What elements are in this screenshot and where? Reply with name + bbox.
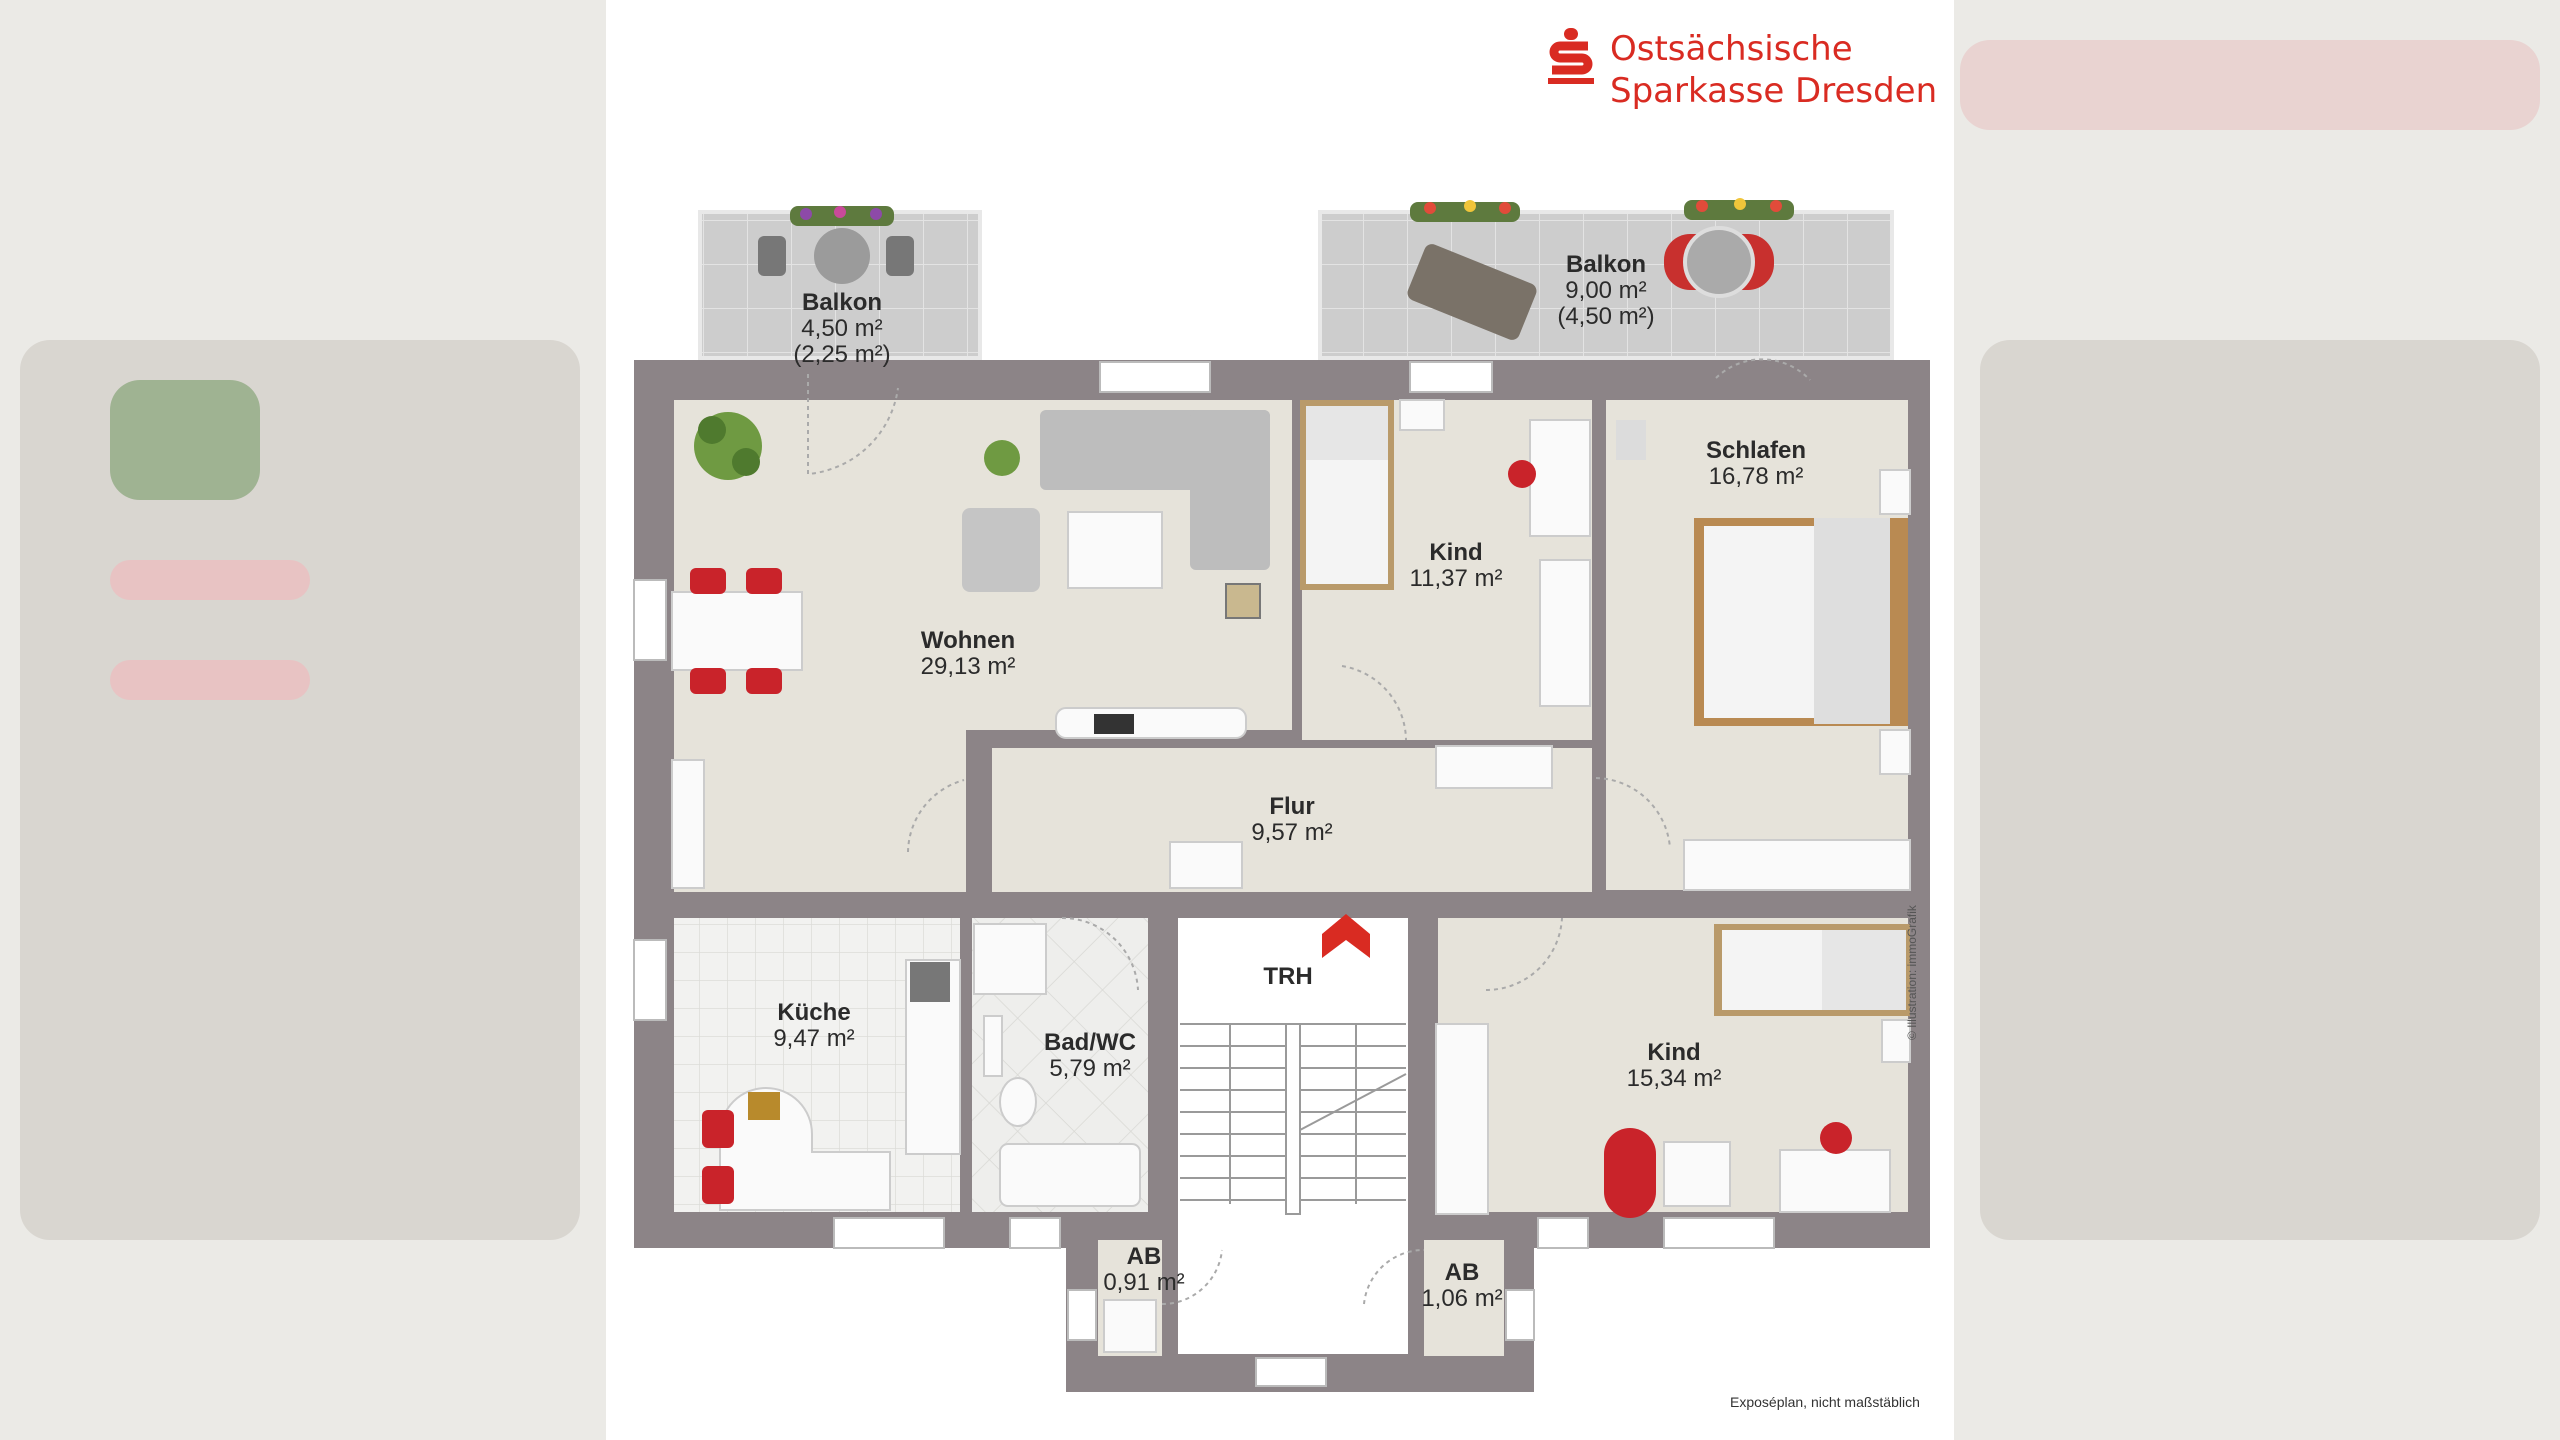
furniture-ab1: [1103, 1299, 1157, 1353]
backdrop-plant-blur: [110, 380, 260, 500]
label-wohnen: Wohnen 29,13 m²: [921, 628, 1016, 680]
wohnen-area: 29,13 m²: [920, 653, 1016, 680]
label-trh: TRH: [1263, 964, 1312, 990]
balkon-left-area: 4,50 m²: [801, 315, 883, 342]
balkon-left-name: Balkon: [801, 289, 883, 316]
backdrop-chairs-blur-2: [110, 660, 310, 700]
ab1-name: AB: [1126, 1243, 1162, 1270]
balcony-right: [1318, 198, 1894, 360]
entrance-arrow-icon: [1322, 914, 1370, 958]
trh-name: TRH: [1263, 963, 1313, 990]
floor-wohnen-lower: [674, 730, 966, 892]
furniture-kind2: [1435, 924, 1911, 1218]
kind2-area: 15,34 m²: [1626, 1065, 1722, 1092]
flur-area: 9,57 m²: [1251, 819, 1333, 846]
balkon-right-area: 9,00 m²: [1565, 277, 1647, 304]
furniture-kueche: [702, 959, 961, 1211]
ab1-area: 0,91 m²: [1103, 1269, 1185, 1296]
label-kind1: Kind 11,37 m²: [1410, 540, 1503, 592]
staircase: [1180, 1023, 1407, 1215]
label-flur: Flur 9,57 m²: [1251, 794, 1332, 846]
label-balkon-right: Balkon 9,00 m² (4,50 m²): [1557, 252, 1654, 330]
brand-line-2: Sparkasse Dresden: [1610, 71, 1938, 111]
balkon-left-area2: (2,25 m²): [793, 341, 891, 368]
furniture-bad: [973, 923, 1141, 1207]
windows: [633, 361, 1775, 1387]
flur-name: Flur: [1269, 793, 1315, 820]
furniture-wohnen: [671, 410, 1270, 889]
bad-area: 5,79 m²: [1049, 1055, 1131, 1082]
schlafen-name: Schlafen: [1705, 437, 1807, 464]
label-kueche: Küche 9,47 m²: [773, 1000, 854, 1052]
brand-line-1: Ostsächsische: [1610, 29, 1853, 69]
footnote: Exposéplan, nicht maßstäblich: [1730, 1394, 1920, 1410]
balkon-right-name: Balkon: [1565, 251, 1647, 278]
furniture-kind1: [1300, 399, 1591, 789]
balkon-right-area2: (4,50 m²): [1557, 303, 1655, 330]
kind1-area: 11,37 m²: [1409, 565, 1503, 592]
label-bad: Bad/WC 5,79 m²: [1044, 1030, 1136, 1082]
furniture-flur: [1169, 841, 1243, 889]
backdrop-chairs-blur: [110, 560, 310, 600]
label-balkon-left: Balkon 4,50 m² (2,25 m²): [793, 290, 890, 368]
label-ab1: AB 0,91 m²: [1103, 1244, 1184, 1296]
kind2-name: Kind: [1647, 1039, 1701, 1066]
label-ab2: AB 1,06 m²: [1421, 1260, 1502, 1312]
backdrop-logo-blur: [1960, 40, 2540, 130]
floor-ab2: [1424, 1240, 1504, 1356]
kueche-name: Küche: [777, 999, 851, 1026]
ab2-name: AB: [1444, 1259, 1480, 1286]
schlafen-area: 16,78 m²: [1708, 463, 1804, 490]
door-swings: [807, 358, 1811, 1306]
backdrop-block-left: [20, 340, 580, 1240]
brand-logo: Ostsächsische Sparkasse Dresden: [1548, 28, 1937, 112]
bad-name: Bad/WC: [1044, 1029, 1136, 1056]
label-kind2: Kind 15,34 m²: [1627, 1040, 1722, 1092]
backdrop-block-right: [1980, 340, 2540, 1240]
furniture-schlafen: [1616, 420, 1911, 891]
kueche-area: 9,47 m²: [773, 1025, 855, 1052]
wohnen-name: Wohnen: [920, 627, 1016, 654]
label-schlafen: Schlafen 16,78 m²: [1706, 438, 1806, 490]
kind1-name: Kind: [1429, 539, 1483, 566]
brand-name: Ostsächsische Sparkasse Dresden: [1610, 28, 1937, 112]
ab2-area: 1,06 m²: [1421, 1285, 1503, 1312]
balcony-left: [698, 206, 982, 360]
sparkasse-s-icon: [1548, 28, 1594, 84]
illustration-credit: © Illustration: immoGrafik: [1905, 905, 1919, 1040]
